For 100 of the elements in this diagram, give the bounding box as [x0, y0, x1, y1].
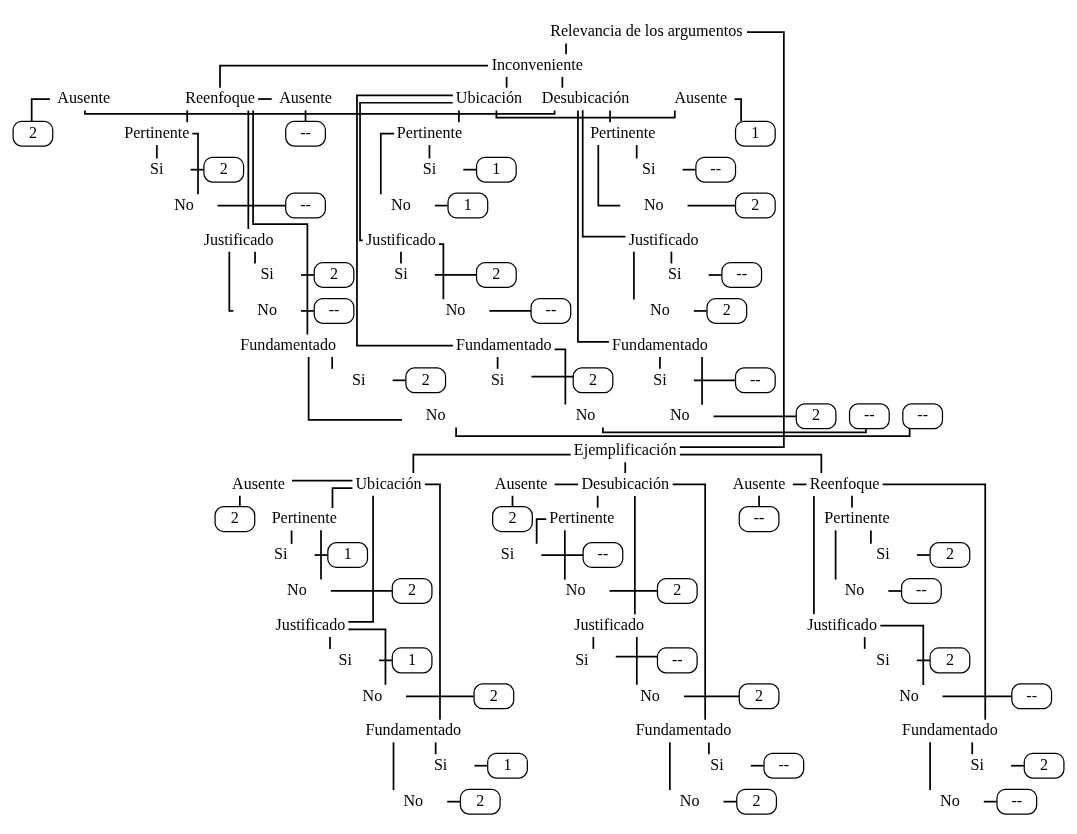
node-text: Justificado [203, 230, 274, 248]
node-box: 2 [656, 577, 698, 604]
connector [307, 355, 403, 421]
connector [635, 635, 638, 686]
node-text: Si [970, 755, 984, 773]
node-text: Pertinente [549, 508, 615, 526]
node-text: Pertinente [396, 123, 463, 141]
connector [708, 741, 710, 755]
node-box: 2 [473, 682, 515, 709]
node-text: No [391, 195, 411, 213]
connector [683, 694, 741, 697]
node-text: Fundamentado [240, 335, 337, 353]
connector [701, 355, 703, 406]
node-box: -- [530, 297, 572, 324]
node-text: Si [274, 544, 288, 562]
connector [813, 494, 815, 615]
connector [329, 635, 331, 650]
connector [597, 143, 622, 206]
node-text: No [844, 580, 865, 598]
connector [863, 635, 866, 650]
node-box: 1 [475, 156, 517, 183]
node-text: Si [490, 370, 505, 388]
connector [392, 741, 395, 791]
connector [722, 800, 738, 802]
connector [887, 589, 903, 592]
node-box: -- [1011, 682, 1053, 709]
connector [692, 309, 708, 312]
node-box: 2 [214, 505, 256, 532]
connector [434, 273, 478, 276]
node-text: Justificado [574, 615, 644, 633]
node-text: Si [710, 755, 724, 773]
connector [257, 97, 273, 100]
node-box: -- [996, 788, 1038, 815]
node-box: 2 [391, 577, 433, 604]
connector [331, 355, 334, 370]
connector [609, 109, 611, 123]
connector [834, 528, 837, 580]
connector [577, 109, 610, 343]
node-box: 2 [734, 192, 776, 219]
node-box: -- [582, 541, 624, 568]
connector [530, 375, 574, 377]
connector [624, 460, 627, 474]
node-box: 2 [572, 366, 614, 393]
node-box: 2 [12, 120, 54, 147]
node-text: No [425, 405, 446, 423]
node-box: 2 [738, 682, 780, 709]
node-text: Reenfoque [185, 88, 255, 106]
connector [30, 97, 51, 122]
connector [678, 30, 785, 448]
connector [693, 378, 737, 381]
node-text: Ausente [232, 474, 285, 492]
node-text: No [643, 195, 664, 213]
node-box: 2 [313, 261, 355, 288]
node-text: Si [150, 159, 164, 177]
connector [592, 635, 595, 650]
node-box: -- [738, 505, 780, 532]
connector [561, 75, 564, 89]
node-text: No [679, 791, 700, 809]
node-text: No [403, 791, 424, 809]
connector [155, 143, 158, 159]
connector [313, 553, 329, 556]
connector [84, 109, 556, 115]
node-box: 1 [487, 752, 528, 779]
node-text: Fundamentado [365, 720, 462, 738]
connector [186, 109, 189, 123]
connector [391, 378, 407, 381]
connector [400, 250, 402, 264]
node-text: Si [575, 650, 589, 668]
connector [681, 168, 697, 171]
node-box: -- [721, 261, 763, 288]
node-text: Ausente [57, 88, 111, 106]
connector [879, 624, 925, 686]
node-text: Si [260, 264, 274, 282]
connector [916, 553, 931, 556]
connector [749, 764, 765, 767]
connector [712, 414, 797, 417]
connector [679, 453, 823, 474]
node-text: Si [394, 264, 408, 282]
connector [733, 97, 742, 122]
connector [247, 109, 250, 230]
connector [488, 309, 532, 312]
node-text: Ausente [279, 88, 332, 106]
node-text: Si [668, 264, 682, 282]
node-text: Si [338, 650, 352, 668]
node-text: Justificado [275, 615, 346, 633]
connector [219, 64, 489, 89]
connector [189, 168, 205, 171]
connector [446, 800, 461, 802]
connector [758, 494, 760, 507]
node-box: 2 [203, 156, 245, 183]
node-text: No [650, 300, 670, 318]
node-text: No [899, 686, 919, 704]
node-text: Ubicación [355, 474, 422, 492]
node-text: No [940, 791, 960, 809]
node-box: 2 [736, 788, 778, 815]
node-text: Pertinente [124, 123, 190, 141]
connector [329, 589, 393, 592]
connector [379, 132, 395, 195]
node-text: Si [876, 544, 890, 562]
node-box: 2 [492, 505, 533, 532]
